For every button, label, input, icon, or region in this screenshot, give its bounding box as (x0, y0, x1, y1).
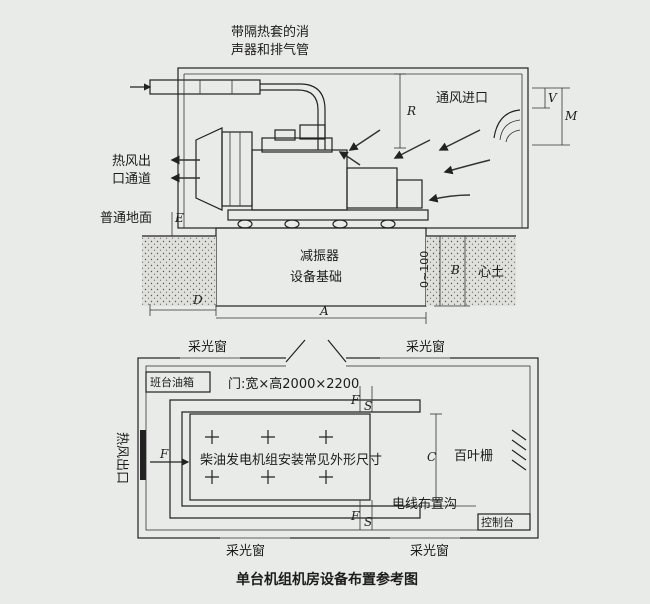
dim-B: B (450, 263, 460, 277)
dim-F-bottom: F (350, 509, 360, 523)
label-muffler-2: 声器和排气管 (231, 42, 309, 58)
label-soil: 心土 (478, 265, 504, 280)
plan-view: 采光窗 采光窗 班台油箱 门:宽×高2000×2200 柴油发电机组安装常见外形… (114, 339, 539, 559)
soil-right (426, 236, 516, 306)
muffler-exhaust-pipe (130, 79, 326, 150)
dimension-lines (149, 73, 570, 324)
airflow-arrows (170, 129, 491, 203)
label-foundation-2: 设备基础 (290, 269, 342, 285)
label-door: 门:宽×高2000×2200 (228, 376, 359, 392)
air-inlet-louver (493, 109, 521, 143)
label-hot-air-exit: 热风出口 (114, 432, 129, 484)
label-day-tank: 班台油箱 (150, 375, 194, 389)
label-0-100: 0~100 (418, 251, 431, 288)
dim-F-left: F (159, 447, 169, 461)
hot-air-outlet-grille (140, 430, 146, 480)
label-skylight-bottom-left: 采光窗 (226, 543, 265, 559)
louver (511, 429, 527, 471)
label-hot-air-outlet-2: 口通道 (112, 172, 151, 187)
label-muffler-1: 带隔热套的消 (231, 24, 309, 40)
dim-F-top: F (350, 393, 360, 407)
door-leaf-left (285, 339, 306, 363)
label-ground: 普通地面 (100, 211, 152, 226)
label-louver: 百叶栅 (454, 449, 493, 464)
label-genset: 柴油发电机组安装常见外形尺寸 (200, 452, 382, 468)
dim-S-top: S (364, 399, 372, 413)
dim-M: M (564, 109, 578, 123)
dim-E: E (174, 211, 184, 225)
dim-R: R (406, 104, 416, 118)
day-tank (145, 371, 211, 393)
label-hot-air-outlet-1: 热风出 (112, 154, 151, 169)
genset-crosshairs (205, 430, 333, 484)
equipment-foundation (215, 227, 427, 307)
radiator-duct (195, 127, 253, 211)
soil-left (142, 236, 216, 306)
genset-footprint (189, 413, 371, 501)
door-leaf-right (327, 339, 347, 363)
label-skylight-top-left: 采光窗 (188, 339, 227, 355)
control-console (477, 513, 531, 531)
plan-dimension-lines (359, 386, 476, 530)
label-console: 控制台 (481, 515, 514, 529)
genset-engine (227, 124, 429, 221)
label-foundation-1: 减振器 (300, 249, 339, 264)
dim-D: D (192, 293, 203, 307)
dim-C: C (427, 450, 436, 464)
figure-caption: 单台机组机房设备布置参考图 (236, 571, 418, 588)
label-skylight-top-right: 采光窗 (406, 339, 445, 355)
dim-V: V (548, 91, 558, 105)
dim-A: A (319, 304, 329, 318)
label-cable-trench: 电线布置沟 (392, 497, 457, 512)
label-air-inlet: 通风进口 (436, 91, 488, 106)
dim-S-bottom: S (364, 515, 372, 529)
cable-trench-outline (169, 399, 421, 519)
vibration-isolators (237, 219, 396, 229)
door-opening (286, 352, 346, 370)
skylight-windows (180, 356, 460, 540)
elevation-view: 带隔热套的消 声器和排气管 通风进口 热风出 口通道 普通地面 减振器 设备基础… (100, 24, 578, 324)
label-skylight-bottom-right: 采光窗 (410, 543, 449, 559)
